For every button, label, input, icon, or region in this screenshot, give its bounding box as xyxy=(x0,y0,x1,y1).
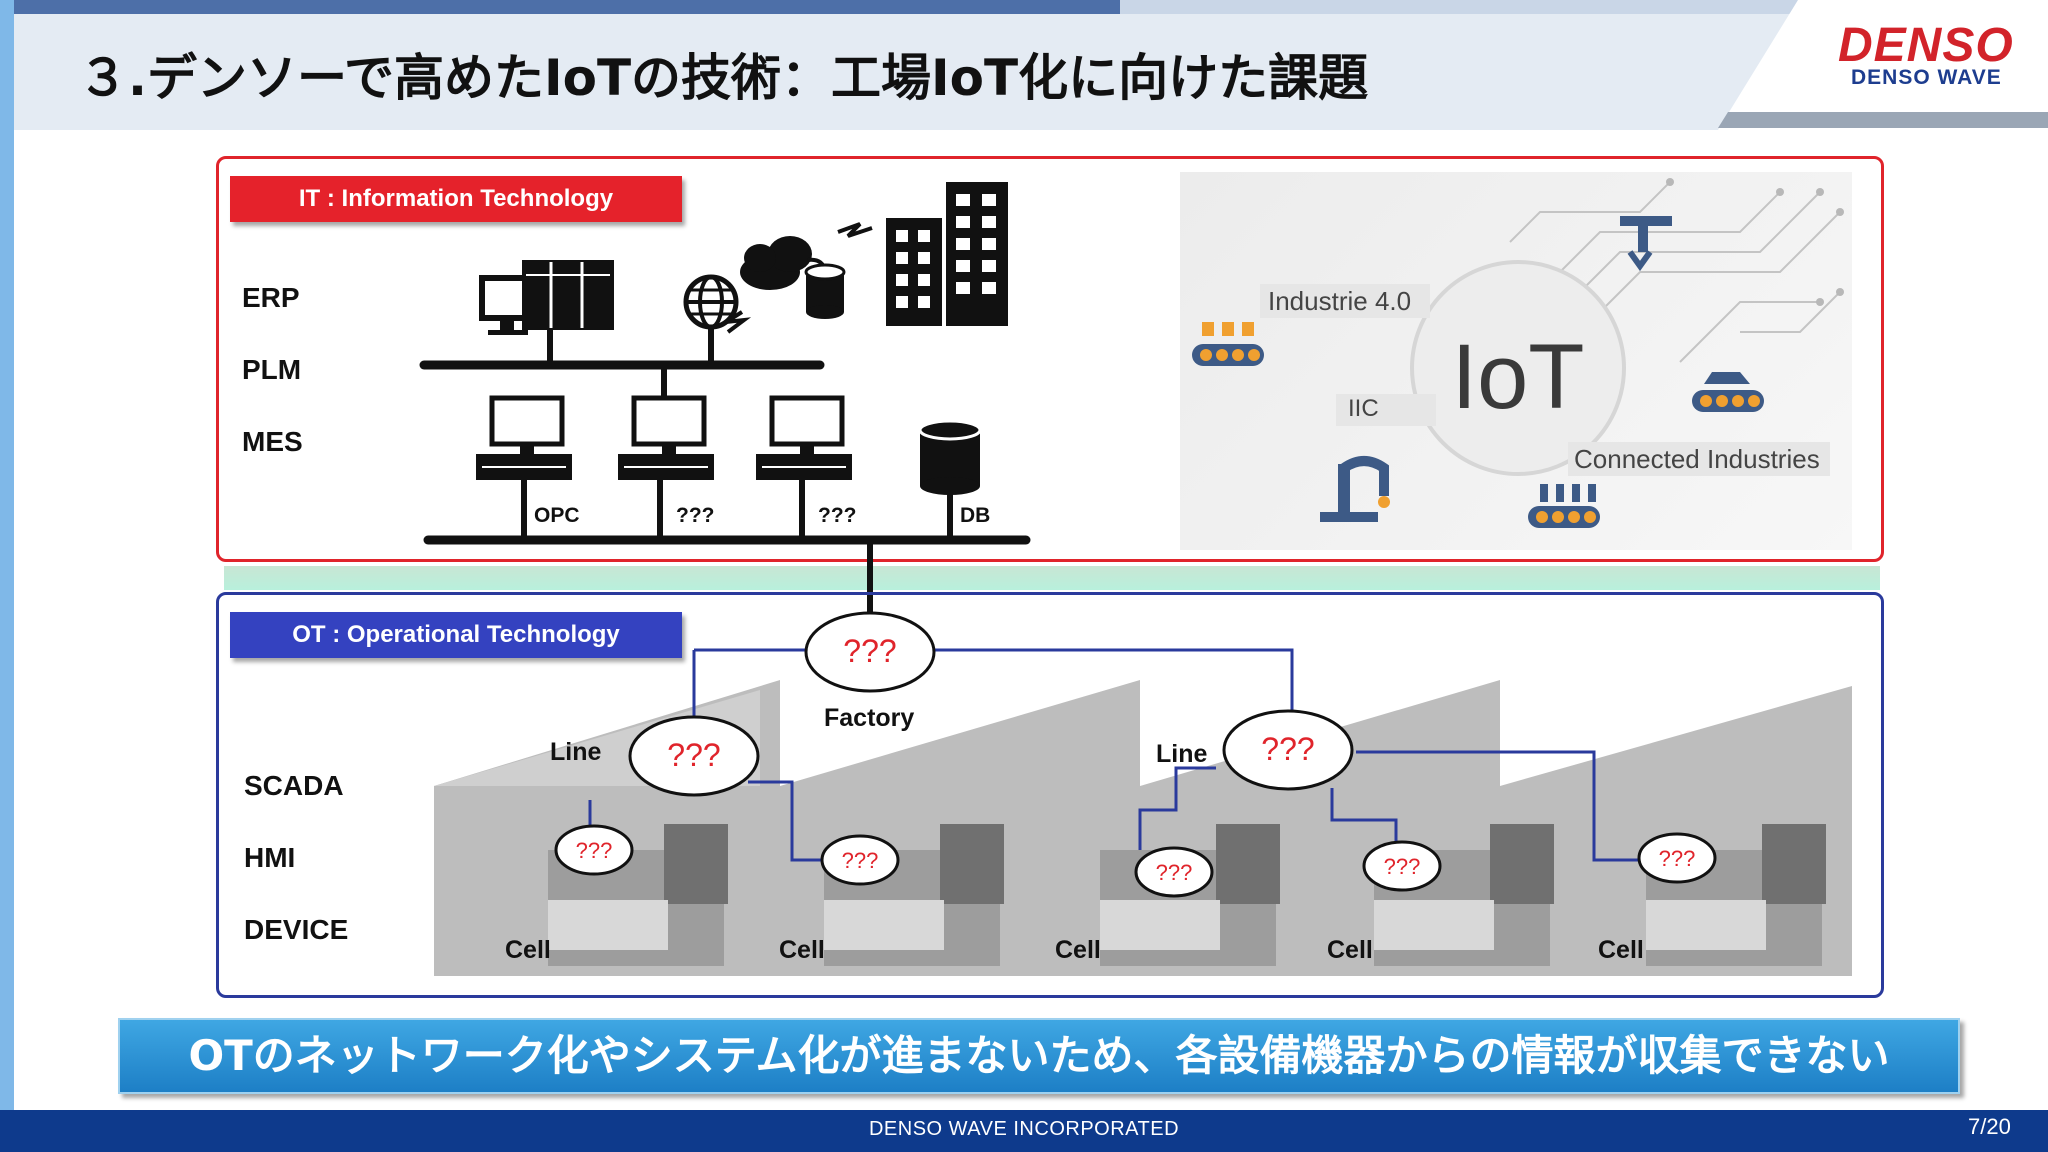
node-label-unknown: ??? xyxy=(676,504,714,527)
pc-icon xyxy=(618,395,714,540)
level-mes: MES xyxy=(242,426,303,457)
line-node-text: ??? xyxy=(1261,731,1314,767)
machine-icon xyxy=(1646,824,1826,966)
header-stripe-light xyxy=(1120,0,1810,14)
ot-section-box xyxy=(216,592,1884,998)
cell-label: Cell xyxy=(1598,936,1644,964)
label-bg xyxy=(1568,442,1830,476)
it-section-tag: IT : Information Technology xyxy=(230,176,682,222)
denso-wave-logo: DENSO WAVE xyxy=(1851,66,2002,89)
it-section-box xyxy=(216,156,1884,562)
label-iic: IIC xyxy=(1348,395,1379,422)
ot-section-tag: OT : Operational Technology xyxy=(230,612,682,658)
lightning-icon xyxy=(837,222,873,238)
server-icon xyxy=(479,260,614,365)
cell-node-text: ??? xyxy=(1156,860,1193,885)
header-background xyxy=(0,0,2048,130)
node-label-unknown: ??? xyxy=(818,504,856,527)
cloud-database-icon xyxy=(804,263,846,319)
lightning-icon xyxy=(724,310,752,334)
circuit-lines xyxy=(1509,181,1841,363)
node-label-opc: OPC xyxy=(534,504,580,527)
cell-node xyxy=(554,824,634,876)
level-plm: PLM xyxy=(242,354,302,385)
factory-node-text: ??? xyxy=(843,633,896,669)
cell-node-text: ??? xyxy=(842,848,879,873)
iot-center-text: IoT xyxy=(1452,326,1585,428)
header-stripe xyxy=(0,0,1120,14)
car-conveyor-icon xyxy=(1692,372,1764,412)
level-erp: ERP xyxy=(242,282,300,313)
line-node-text: ??? xyxy=(667,737,720,773)
line-label: Line xyxy=(1156,740,1207,768)
line-node xyxy=(628,715,760,797)
cell-node xyxy=(1362,840,1442,892)
robot-icon xyxy=(1320,456,1390,522)
pc-icon xyxy=(476,395,572,540)
cell-node-text: ??? xyxy=(1659,846,1696,871)
iot-illustration-panel: IoT Industrie 4.0 IIC Connected Industri… xyxy=(1180,172,1852,550)
node-label-db: DB xyxy=(960,504,990,527)
it-ot-gap-band xyxy=(224,566,1880,590)
iot-circle xyxy=(1410,260,1626,476)
cell-node xyxy=(1637,832,1717,884)
cell-node xyxy=(820,834,900,886)
cell-label: Cell xyxy=(1055,936,1101,964)
iot-illustration: IoT Industrie 4.0 IIC Connected Industri… xyxy=(1192,178,1844,528)
level-hmi: HMI xyxy=(244,842,296,873)
left-accent-bar xyxy=(0,0,14,1110)
line-node xyxy=(1222,709,1354,791)
cell-node-text: ??? xyxy=(576,838,613,863)
machine-icon xyxy=(548,824,728,966)
cloud-icon xyxy=(740,236,828,290)
cell-node xyxy=(1134,846,1214,898)
label-industrie: Industrie 4.0 xyxy=(1268,286,1411,316)
cell-label: Cell xyxy=(1327,936,1373,964)
building-icon xyxy=(886,182,1008,326)
factory-label: Factory xyxy=(824,704,914,732)
ot-network-lines xyxy=(588,648,1640,862)
cell-label: Cell xyxy=(505,936,551,964)
database-icon xyxy=(918,419,982,540)
conclusion-banner: OTのネットワーク化やシステム化が進まないため、各設備機器からの情報が収集できな… xyxy=(118,1018,1960,1094)
label-connected-industries: Connected Industries xyxy=(1574,444,1820,474)
level-device: DEVICE xyxy=(244,914,349,945)
bottle-conveyor-icon xyxy=(1528,484,1600,528)
robot-arm-icon xyxy=(1620,216,1672,272)
level-scada: SCADA xyxy=(244,770,344,801)
cell-node-text: ??? xyxy=(1384,854,1421,879)
logo-underline xyxy=(1718,112,2048,128)
slide-title: ３.デンソーで高めたIoTの技術：工場IoT化に向けた課題 xyxy=(78,49,1369,107)
cell-label: Cell xyxy=(779,936,825,964)
page-number: 7/20 xyxy=(1968,1114,2011,1139)
pc-icon xyxy=(756,395,852,540)
line-label: Line xyxy=(550,738,601,766)
factory-node xyxy=(804,611,936,693)
label-bg xyxy=(1260,284,1430,318)
footer-bar xyxy=(0,1110,2048,1152)
label-bg xyxy=(1336,394,1436,426)
footer-company: DENSO WAVE INCORPORATED xyxy=(868,1118,1180,1140)
conveyor-icon xyxy=(1192,322,1264,366)
globe-icon xyxy=(683,274,739,365)
denso-logo: DENSO xyxy=(1838,19,2014,72)
